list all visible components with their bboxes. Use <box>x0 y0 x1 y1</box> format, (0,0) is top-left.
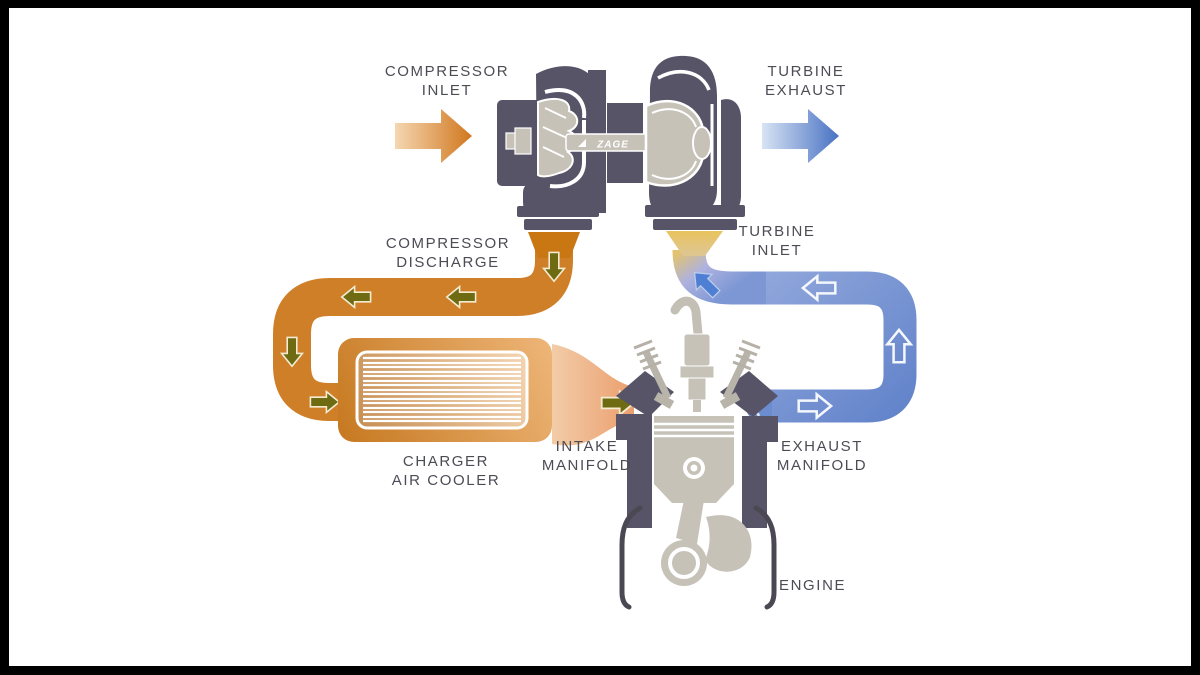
label-turbine-inlet: TURBINE INLET <box>738 223 816 259</box>
piston <box>654 416 734 503</box>
spark-plug <box>670 296 715 412</box>
charge-pipe <box>273 232 580 421</box>
label-compressor-discharge: COMPRESSOR DISCHARGE <box>385 235 511 271</box>
brand-triangle-icon <box>578 139 586 147</box>
intake-runner <box>552 344 635 446</box>
compressor-inlet-arrow-icon <box>395 109 472 163</box>
exhaust-pipe <box>666 231 917 423</box>
crank-journal <box>661 540 707 586</box>
label-exhaust-manifold: EXHAUST MANIFOLD <box>776 438 868 474</box>
cooler-fins <box>363 356 521 423</box>
compressor-discharge-funnel <box>528 232 580 258</box>
connecting-rod <box>676 500 704 544</box>
engine-cutaway <box>616 296 778 610</box>
brand-logo: ZAGE <box>596 140 629 151</box>
valves <box>633 339 761 409</box>
compressor-flange <box>517 206 599 217</box>
label-turbine-exhaust: TURBINE EXHAUST <box>764 63 848 99</box>
label-charger-air-cooler: CHARGER AIR COOLER <box>391 453 501 489</box>
turbocharger: ZAGE <box>497 55 745 230</box>
charge-air-cooler <box>338 338 552 442</box>
label-engine: ENGINE <box>779 577 847 594</box>
turbine-inlet-funnel <box>666 231 723 256</box>
crank-counterweight <box>705 515 752 572</box>
crankcase-outline <box>619 505 777 610</box>
label-compressor-inlet: COMPRESSOR INLET <box>384 63 510 99</box>
label-intake-manifold: INTAKE MANIFOLD <box>541 438 633 474</box>
turbine-flange <box>645 205 745 217</box>
turbine-exhaust-arrow-icon <box>762 109 839 163</box>
